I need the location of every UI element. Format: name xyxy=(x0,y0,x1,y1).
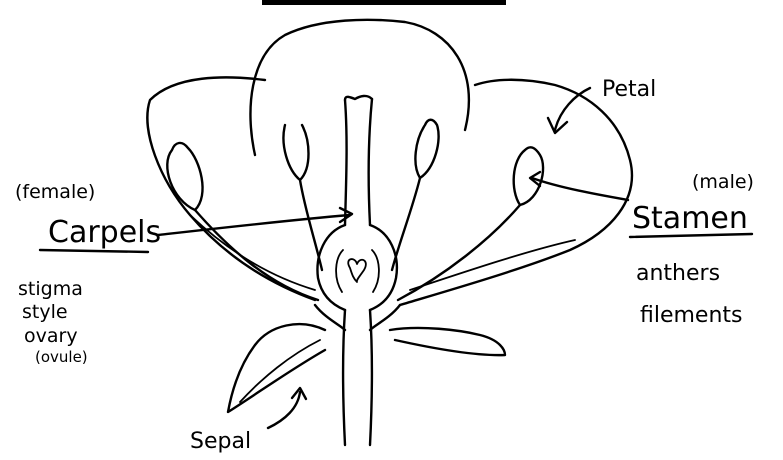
label-stamen: Stamen xyxy=(632,201,748,236)
label-filements: filements xyxy=(640,303,743,328)
petal-pointer xyxy=(555,88,590,130)
style-right xyxy=(369,99,372,225)
stigma xyxy=(345,96,372,100)
sepal-pointer xyxy=(268,392,300,428)
carpels-pointer xyxy=(158,215,350,235)
label-stigma: stigma xyxy=(18,278,83,300)
stamen-right-outer-filament xyxy=(398,205,520,300)
style-left xyxy=(345,100,347,225)
label-petal: Petal xyxy=(602,77,656,102)
title-bar xyxy=(262,0,506,5)
label-female: (female) xyxy=(15,181,95,203)
sepal-right xyxy=(390,328,505,355)
ovary-inner xyxy=(336,250,379,292)
label-sepal: Sepal xyxy=(190,429,251,454)
ovary xyxy=(317,225,396,310)
label-carpels: Carpels xyxy=(48,215,161,250)
petal-inner-right-fold xyxy=(410,240,575,290)
stamen-right-inner xyxy=(392,120,439,270)
stalk xyxy=(343,310,372,445)
stamen-right-outer xyxy=(514,147,543,205)
receptacle xyxy=(315,305,400,330)
stamen-left-outer xyxy=(167,143,202,210)
stamen-left-inner xyxy=(283,125,322,270)
stamen-pointer xyxy=(532,178,628,200)
carpels-underline xyxy=(40,250,148,252)
label-male: (male) xyxy=(692,171,754,193)
label-ovary: ovary xyxy=(24,325,78,347)
label-style: style xyxy=(22,301,68,323)
ovule xyxy=(348,259,366,282)
label-anthers: anthers xyxy=(636,261,720,286)
label-ovule: (ovule) xyxy=(35,348,88,366)
